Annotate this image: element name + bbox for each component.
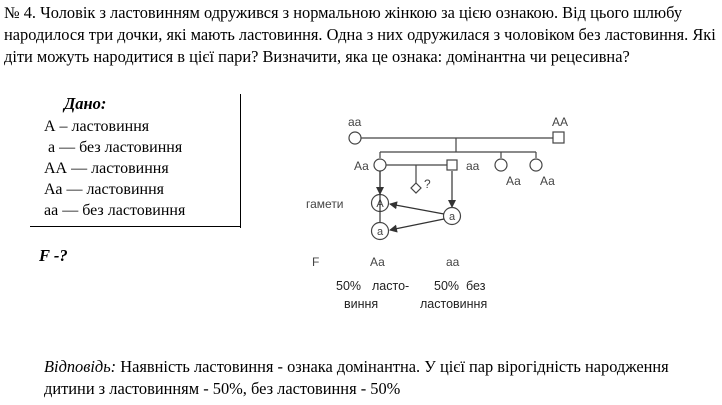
offspring2-desc-a: без (466, 279, 486, 293)
given-line-5: аа — без ластовиння (44, 202, 186, 219)
given-title: Дано: (64, 94, 107, 113)
father-symbol (552, 131, 565, 144)
offspring2-percent: 50% (434, 279, 459, 293)
daughter2-genotype: Аа (506, 174, 521, 188)
gamete-a1: а (449, 211, 456, 223)
pedigree-svg: аа АА Аа аа Аа Аа ? гамети А а (306, 115, 568, 311)
given-line-3: АА — ластовиння (44, 160, 169, 177)
given-section: Дано: А – ластовиння а — без ластовиння … (0, 94, 245, 264)
daughter1-symbol (373, 158, 387, 172)
husband-symbol (446, 159, 458, 171)
offspring1-percent: 50% (336, 279, 361, 293)
daughter2-symbol (494, 158, 508, 172)
offspring2-genotype: аа (446, 255, 460, 269)
mother-symbol (348, 131, 362, 145)
gamete-a2: а (377, 226, 384, 238)
answer-section: Відповідь: Наявність ластовиння - ознака… (44, 356, 716, 400)
given-line-1: А – ластовиння (44, 118, 150, 135)
husband-genotype: аа (466, 159, 480, 173)
given-line-2: а — без ластовиння (48, 139, 183, 156)
gamete-a2-circle (370, 221, 390, 241)
problem-statement: № 4. Чоловік з ластовинням одружився з н… (4, 3, 716, 66)
find-label: F -? (39, 246, 68, 265)
offspring1-desc-a: ласто- (372, 279, 409, 293)
offspring1-genotype: Аа (370, 255, 385, 269)
arrow-a1-to-A (389, 201, 445, 215)
offspring1-desc-b: виння (344, 297, 378, 311)
offspring2-desc-b: ластовиння (420, 297, 487, 311)
daughter3-genotype: Аа (540, 174, 555, 188)
pedigree-diagram: аа АА Аа аа Аа Аа ? гамети А а (296, 110, 626, 325)
daughter3-symbol (529, 158, 543, 172)
given-divider-vertical (240, 94, 241, 228)
daughter1-genotype: Аа (354, 159, 369, 173)
gamete-a1-circle (442, 206, 462, 226)
answer-label: Відповідь: (44, 357, 117, 376)
arrow-a1-to-a2 (389, 218, 445, 233)
answer-text: Наявність ластовиння - ознака домінантна… (44, 357, 669, 398)
father-genotype: АА (552, 115, 568, 129)
gametes-label: гамети (306, 197, 344, 211)
mother-genotype: аа (348, 115, 362, 129)
f-label: F (312, 255, 319, 269)
unknown-child-mark: ? (424, 177, 431, 191)
unknown-child-symbol (410, 182, 422, 194)
given-line-4: Аа — ластовиння (44, 181, 165, 198)
given-divider-horizontal (30, 226, 240, 227)
